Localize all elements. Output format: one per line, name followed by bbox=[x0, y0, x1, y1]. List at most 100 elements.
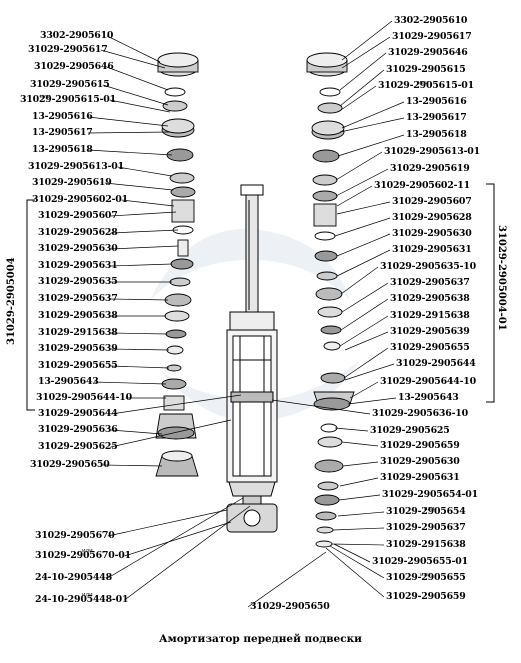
leader-line bbox=[107, 509, 228, 537]
leader-line bbox=[339, 52, 387, 91]
left-part-label: 13-2905643 bbox=[38, 376, 99, 387]
right-part-label: 31029-2915638 bbox=[386, 539, 466, 550]
left-part-label: 24-10-2905448 bbox=[35, 572, 112, 583]
leader-line bbox=[325, 547, 385, 598]
left-part-label: 13-2905617 bbox=[32, 127, 93, 138]
left-part-label: 31029-2905644-10 bbox=[36, 392, 132, 403]
right-part-label: 31029-2905615-01 bbox=[378, 80, 474, 91]
leader-line bbox=[110, 394, 242, 415]
leader-line bbox=[87, 149, 173, 156]
leader-line bbox=[339, 117, 405, 133]
right-part-label: 31029-2905637 bbox=[386, 522, 466, 533]
right-part-label: 31029-2905631 bbox=[392, 244, 472, 255]
left-part-label: 31029-2905639 bbox=[38, 343, 118, 354]
left-part-label: 31029-2905636 bbox=[38, 424, 118, 435]
or-separator: или bbox=[418, 80, 429, 86]
right-part-label: 13-2905617 bbox=[406, 112, 467, 123]
leader-line bbox=[341, 101, 405, 129]
right-part-label: 31029-2905635-10 bbox=[380, 261, 476, 272]
or-separator: или bbox=[424, 506, 435, 512]
leader-line bbox=[329, 545, 385, 579]
left-part-label: 31029-2905670 bbox=[35, 530, 115, 541]
left-part-label: 31029-2905655 bbox=[38, 360, 118, 371]
leader-line bbox=[110, 211, 177, 217]
right-part-label: 31029-2905613-01 bbox=[384, 146, 480, 157]
assembly-brackets bbox=[26, 183, 495, 411]
leader-line bbox=[340, 298, 389, 331]
right-part-label: 31029-2905637 bbox=[390, 277, 470, 288]
left-parts-stack bbox=[155, 52, 199, 477]
leader-line bbox=[87, 131, 171, 134]
leader-line bbox=[344, 331, 389, 351]
leader-line bbox=[340, 266, 379, 295]
right-part-label: 31029-2905655 bbox=[386, 572, 466, 583]
leader-line bbox=[93, 381, 167, 385]
leader-line bbox=[117, 166, 173, 177]
leader-line bbox=[110, 263, 173, 267]
left-part-label: 3302-2905610 bbox=[40, 30, 114, 41]
leader-line bbox=[341, 20, 393, 61]
or-separator: или bbox=[82, 548, 93, 554]
left-part-label: 31029-2905635 bbox=[38, 276, 118, 287]
left-part-label: 13-2905618 bbox=[32, 144, 93, 155]
leader-line bbox=[271, 399, 371, 415]
left-part-label: 31029-2905607 bbox=[38, 210, 118, 221]
leader-line bbox=[339, 69, 385, 107]
leader-line bbox=[247, 551, 327, 608]
right-part-label: 31029-2905650 bbox=[250, 601, 330, 612]
left-part-label: 31029-2905613-01 bbox=[28, 161, 124, 172]
right-part-label: 13-2905616 bbox=[406, 96, 467, 107]
leader-line bbox=[339, 315, 389, 347]
left-part-label: 31029-2905615-01 bbox=[20, 94, 116, 105]
leader-line bbox=[110, 429, 163, 435]
left-part-label: 31029-2905628 bbox=[38, 227, 118, 238]
leader-line bbox=[337, 511, 385, 517]
shock-absorber-body bbox=[226, 184, 278, 533]
left-part-label: 31029-2905650 bbox=[30, 459, 110, 470]
right-part-label: 31029-2905630 bbox=[380, 456, 460, 467]
leader-line bbox=[335, 151, 383, 181]
left-part-label: 24-10-2905448-01 bbox=[35, 594, 129, 605]
leader-lines bbox=[87, 20, 405, 608]
left-part-label: 31029-2905602-01 bbox=[32, 194, 128, 205]
leader-line bbox=[338, 494, 381, 501]
leader-line bbox=[107, 35, 161, 63]
leader-line bbox=[87, 116, 169, 127]
right-part-label: 31029-2905655-01 bbox=[372, 556, 468, 567]
leader-line bbox=[331, 543, 385, 546]
leader-line bbox=[334, 427, 369, 432]
leader-line bbox=[343, 347, 389, 379]
right-part-label: 13-2905618 bbox=[406, 129, 467, 140]
or-separator: или bbox=[420, 572, 431, 578]
leader-line bbox=[336, 233, 391, 257]
left-part-label: 31029-2905617 bbox=[28, 44, 108, 55]
right-part-label: 13-2905643 bbox=[398, 392, 459, 403]
leader-line bbox=[124, 521, 232, 557]
leader-line bbox=[110, 332, 168, 335]
assembly-label-left: 31029-2905004 bbox=[6, 257, 17, 345]
leader-line bbox=[336, 201, 391, 215]
right-part-label: 31029-2905625 bbox=[370, 425, 450, 436]
right-part-label: 31029-2905630 bbox=[392, 228, 472, 239]
leader-line bbox=[341, 282, 389, 313]
watermark-logo bbox=[150, 228, 360, 422]
right-part-label: 31029-2915638 bbox=[390, 310, 470, 321]
leader-line bbox=[337, 85, 377, 113]
or-separator: или bbox=[40, 94, 51, 100]
leader-line bbox=[110, 229, 179, 234]
leader-line bbox=[102, 464, 163, 467]
leader-line bbox=[102, 84, 169, 106]
diagram-caption: Амортизатор передней подвески bbox=[159, 633, 362, 645]
assembly-label-right: 31029-2905004-01 bbox=[496, 225, 507, 331]
leader-line bbox=[104, 182, 174, 191]
leader-line bbox=[334, 217, 391, 237]
leader-line bbox=[106, 66, 169, 91]
right-part-label: 31029-2905617 bbox=[392, 31, 472, 42]
right-part-label: 31029-2905631 bbox=[380, 472, 460, 483]
leader-line bbox=[336, 249, 391, 277]
right-parts-stack bbox=[306, 52, 355, 548]
left-part-label: 31029-2905619 bbox=[32, 177, 112, 188]
left-part-label: 31029-2905646 bbox=[34, 61, 114, 72]
